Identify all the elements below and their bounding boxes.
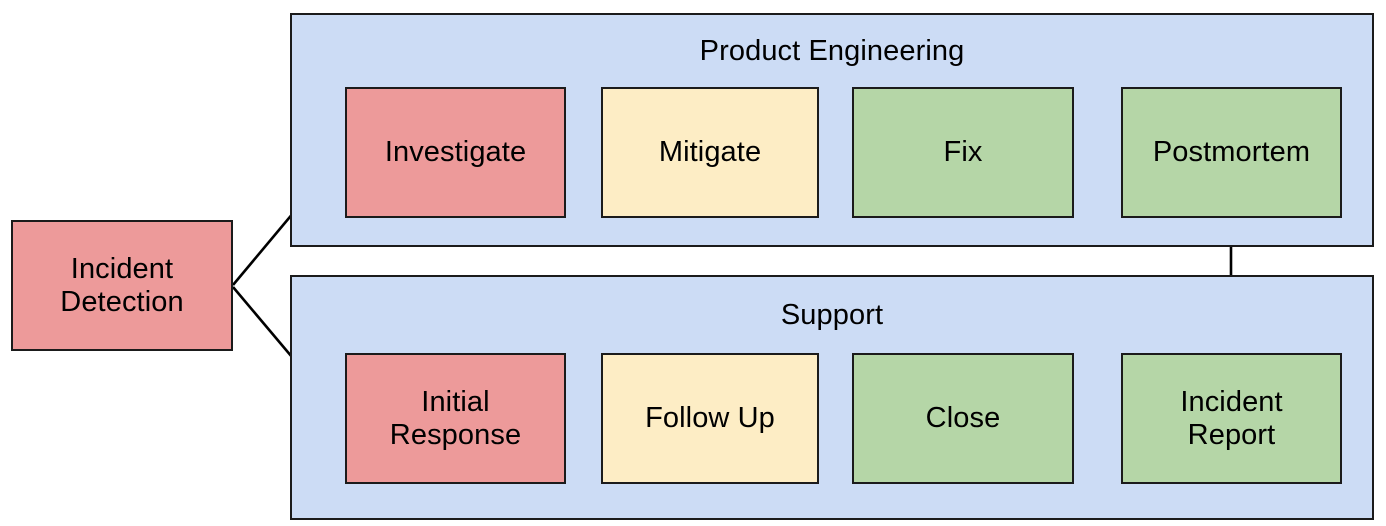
node-initial-response[interactable]: Initial Response (345, 353, 566, 484)
node-incident-detection[interactable]: Incident Detection (11, 220, 233, 351)
swimlane-title-product-engineering: Product Engineering (699, 35, 965, 67)
node-close[interactable]: Close (852, 353, 1074, 484)
node-label-initial-response: Initial Response (389, 386, 522, 451)
node-label-incident-detection: Incident Detection (60, 253, 184, 318)
node-incident-report[interactable]: Incident Report (1121, 353, 1342, 484)
node-mitigate[interactable]: Mitigate (601, 87, 819, 218)
node-fix[interactable]: Fix (852, 87, 1074, 218)
node-label-investigate: Investigate (384, 136, 527, 169)
node-label-follow-up: Follow Up (645, 402, 775, 435)
node-follow-up[interactable]: Follow Up (601, 353, 819, 484)
node-label-mitigate: Mitigate (658, 136, 762, 169)
node-label-incident-report: Incident Report (1180, 386, 1283, 451)
node-investigate[interactable]: Investigate (345, 87, 566, 218)
swimlane-title-support: Support (780, 299, 884, 331)
node-label-close: Close (925, 402, 1001, 435)
node-label-postmortem: Postmortem (1152, 136, 1311, 169)
node-postmortem[interactable]: Postmortem (1121, 87, 1342, 218)
node-label-fix: Fix (943, 136, 983, 169)
